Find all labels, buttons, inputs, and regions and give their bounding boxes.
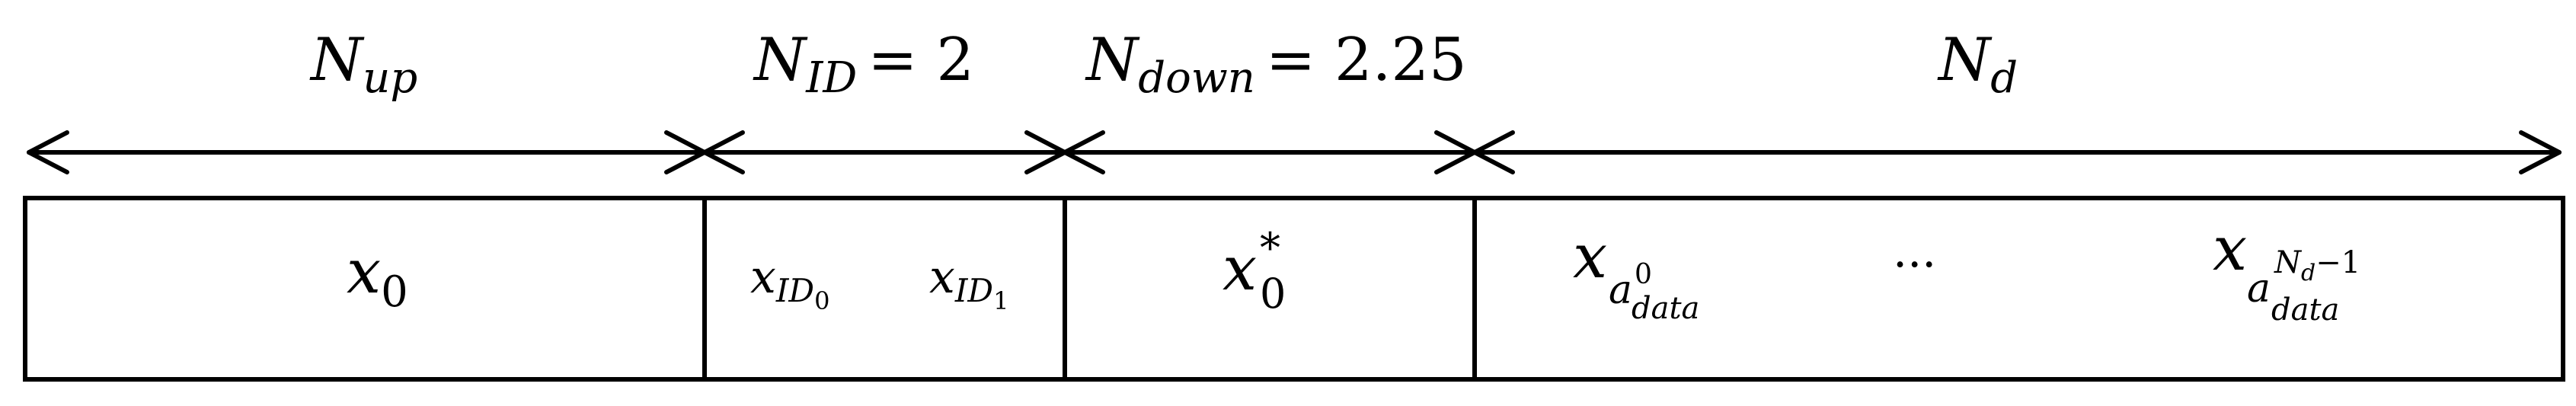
label-n-down-rhs: = 2.25	[1266, 26, 1467, 94]
label-n-down: Ndown= 2.25	[1085, 26, 1467, 103]
label-n-d: Nd	[1937, 26, 2018, 103]
cell-x-data-first: x a 0 data	[1573, 221, 1699, 326]
label-n-down-sub: down	[1138, 53, 1255, 103]
cell-x-id1-sub: ID	[954, 272, 993, 309]
arrow-n-down	[1063, 130, 1477, 174]
cell-x-id0: xID0	[750, 251, 829, 315]
cell-x-id0-sub: ID	[775, 272, 814, 309]
cell-x-data-first-subsub: data	[1632, 291, 1699, 326]
cell-x-id1-subsub: 1	[993, 286, 1008, 315]
cell-x-id1-base: x	[929, 251, 955, 304]
label-n-up: Nup	[309, 26, 417, 103]
label-n-d-base: N	[1937, 26, 1993, 94]
svg-text:Ndown= 2.25: Ndown= 2.25	[1085, 26, 1467, 103]
cell-x-data-last-subsup-sub: d	[2301, 260, 2316, 286]
cell-ellipsis: ...	[1893, 225, 1936, 278]
cell-x-id1: xID1	[929, 251, 1008, 315]
svg-text:xID0: xID0	[750, 251, 829, 315]
arrow-n-d	[1472, 130, 2562, 174]
frame-boxes	[23, 196, 2565, 382]
cell-x-data-last-subsup-tail: −1	[2316, 245, 2360, 280]
cell-x0-star: x * 0	[1222, 224, 1286, 318]
label-n-id-rhs: = 2	[868, 26, 974, 94]
arrow-n-id	[702, 130, 1067, 174]
frame-outline	[23, 196, 2565, 382]
cell-x-id0-subsub: 0	[814, 286, 829, 315]
cell-x-data-last-subsup-group: Nd−1	[2274, 245, 2360, 286]
cell-x-data-first-sub: a	[1609, 267, 1632, 313]
cell-x0: x0	[347, 236, 408, 317]
cell-ellipsis-text: ...	[1893, 225, 1936, 278]
svg-text:x0: x0	[347, 236, 408, 317]
label-n-up-sub: up	[363, 53, 417, 103]
cell-x0-star-sub: 0	[1260, 270, 1286, 318]
cell-x-data-first-base: x	[1573, 221, 1607, 292]
span-arrows	[27, 130, 2562, 174]
cell-x-data-last-subsub: data	[2271, 293, 2339, 328]
cell-x-data-last-sub: a	[2247, 266, 2271, 312]
label-n-id-base: N	[753, 26, 808, 94]
cell-x-id0-base: x	[750, 251, 776, 304]
cell-x0-sub: 0	[381, 267, 408, 317]
cell-x-data-last-base: x	[2213, 213, 2247, 284]
cell-x0-star-base: x	[1222, 233, 1257, 304]
svg-text:x: x	[1222, 233, 1257, 304]
svg-text:NID= 2: NID= 2	[753, 26, 974, 103]
svg-text:xID1: xID1	[929, 251, 1008, 315]
cell-x0-base: x	[347, 236, 381, 307]
label-n-up-base: N	[309, 26, 365, 94]
arrow-n-up	[27, 130, 707, 174]
cell-x-data-last: x a Nd−1 data	[2213, 213, 2360, 328]
label-n-down-base: N	[1085, 26, 1140, 94]
label-n-id-sub: ID	[805, 53, 857, 103]
cell-x0-star-sup: *	[1260, 224, 1280, 272]
svg-text:Nup: Nup	[309, 26, 417, 103]
cell-x-data-last-subsup: N	[2274, 245, 2303, 280]
label-n-id: NID= 2	[753, 26, 974, 103]
cell-x-data-first-subsup: 0	[1635, 259, 1652, 290]
svg-text:Nd: Nd	[1937, 26, 2018, 103]
label-n-d-sub: d	[1990, 53, 2018, 103]
